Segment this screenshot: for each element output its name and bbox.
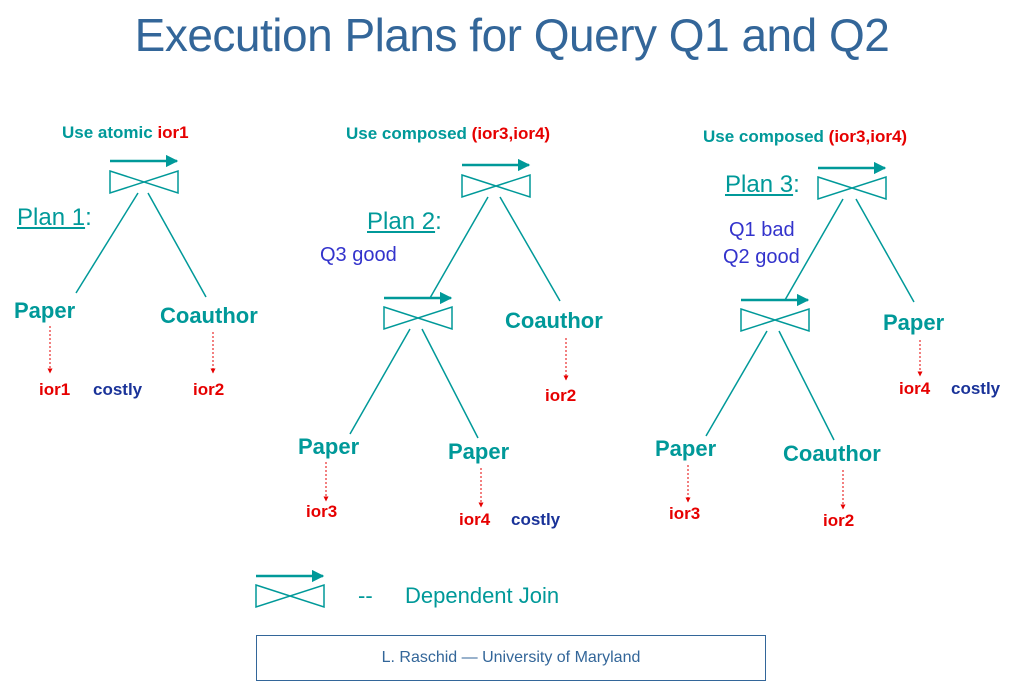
plan1-join-icon [109,154,179,195]
plan3-note-q1: Q1 bad [729,219,795,241]
legend-dash: -- [358,583,373,608]
plan2-ior2-label: ior2 [545,386,577,405]
plan3-ior2-label: ior2 [823,511,855,530]
plan3-header-label: Use composed [703,127,829,146]
plan3-inner-coauthor-node: Coauthor [783,441,881,466]
plan2-ior4-label: ior4 [459,510,491,529]
plan2-edge-left [429,196,489,299]
plan2-label: Plan 2: [367,208,442,235]
plan3-header: Use composed (ior3,ior4) [703,127,907,147]
plan1-ior2-label: ior2 [193,380,225,399]
plan2-inner-paper-right-node: Paper [448,439,510,464]
plan2-inner-paper-left-node: Paper [298,434,360,459]
legend-join-icon [255,569,325,609]
plan2-ior3-label: ior3 [306,502,338,521]
plan3-edge-right [855,198,915,303]
plan2-edge-right [499,196,561,302]
plan2-inner-edge-right [421,328,479,439]
plan3-header-ior: (ior3,ior4) [828,127,908,146]
plan2-header-label: Use composed [346,124,472,143]
plan3-costly-label: costly [951,379,1001,398]
plan1-paper-node: Paper [14,298,76,323]
plan2-header: Use composed (ior3,ior4) [346,124,550,144]
plan2-coauthor-node: Coauthor [505,308,603,333]
plan3-paper-node: Paper [883,310,945,335]
plan1-coauthor-node: Coauthor [160,303,258,328]
plan3-top-join-icon [817,161,887,201]
plan2-inner-join-icon [383,291,453,331]
plan1-label: Plan 1: [17,204,92,231]
plan3-ior3-label: ior3 [669,504,701,523]
footer-credit: L. Raschid — University of Maryland [256,635,766,681]
plan3-label: Plan 3: [725,171,800,198]
plan2-inner-edge-left [349,328,411,435]
plan2-costly-label: costly [511,510,561,529]
plan3-ior4-label: ior4 [899,379,931,398]
plan1-header-label: Use atomic [62,123,158,142]
plan2-note: Q3 good [320,244,397,266]
plan1-header: Use atomic ior1 [62,123,189,143]
plan1-edge-right [147,192,207,298]
plan1-header-ior: ior1 [157,123,189,142]
plan2-header-ior: (ior3,ior4) [471,124,551,143]
plan2-top-join-icon [461,158,531,199]
plan3-inner-edge-right [778,330,835,441]
plan3-inner-paper-node: Paper [655,436,717,461]
plan1-ior1-label: ior1 [39,380,71,399]
legend-label: Dependent Join [405,583,560,608]
plan3-note-q2: Q2 good [723,246,800,268]
plan3-inner-join-icon [740,293,810,333]
plan3-inner-edge-left [705,330,768,437]
plan1-costly-label: costly [93,380,143,399]
page-title: Execution Plans for Query Q1 and Q2 [134,9,890,61]
plan1-edge-left [75,192,139,294]
plan3-edge-left [784,198,844,301]
